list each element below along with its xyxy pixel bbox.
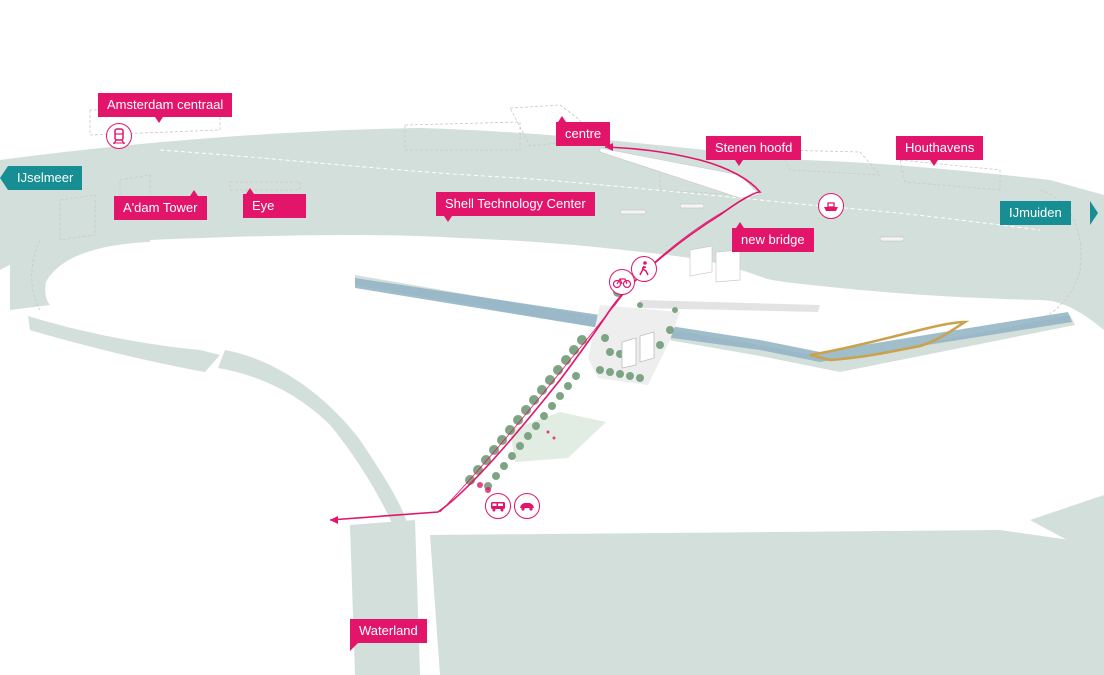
bicycle-icon xyxy=(609,269,635,295)
route-second xyxy=(439,207,731,513)
plaza-buildings xyxy=(621,331,655,369)
label-pointer xyxy=(558,116,566,122)
label-pointer xyxy=(444,216,452,222)
ferry-line xyxy=(159,149,1041,231)
label-pointer xyxy=(735,160,743,166)
main-route xyxy=(329,146,762,521)
canal-bank xyxy=(809,320,970,362)
label-pointer xyxy=(190,190,198,196)
bus-icon xyxy=(485,493,511,519)
label-pointer xyxy=(246,188,254,194)
label-stenen-hoofd: Stenen hoofd xyxy=(706,136,802,160)
ij-river xyxy=(0,128,1104,330)
label-new-bridge: new bridge xyxy=(732,228,814,252)
label-adam-tower: A'dam Tower xyxy=(114,196,207,220)
label-ijselmeer: IJselmeer xyxy=(8,166,83,190)
label-ijmuiden: IJmuiden xyxy=(1000,201,1071,225)
ijselmeer-arrow-icon xyxy=(0,166,8,190)
people-markers xyxy=(477,430,556,493)
train-icon xyxy=(106,123,132,149)
label-pointer xyxy=(155,117,163,123)
label-pointer xyxy=(350,643,358,651)
label-pointer xyxy=(736,222,744,228)
dock-strip xyxy=(640,300,820,312)
label-shell-technology-center: Shell Technology Center xyxy=(436,192,595,216)
pedestrian-icon xyxy=(631,256,657,282)
canal xyxy=(355,278,1072,362)
route-arrow-north xyxy=(605,143,613,151)
car-icon xyxy=(514,493,540,519)
label-pointer xyxy=(930,160,938,166)
ferry-icon xyxy=(818,193,844,219)
route-arrow-west xyxy=(330,516,338,524)
pier-blocks xyxy=(689,245,741,283)
north-bank-band xyxy=(10,232,150,310)
label-waterland: Waterland xyxy=(350,619,427,643)
label-centre: centre xyxy=(556,122,611,146)
label-amsterdam-centraal: Amsterdam centraal xyxy=(98,93,233,117)
ijmuiden-arrow-icon xyxy=(1090,201,1098,225)
south-shore xyxy=(0,106,1104,180)
label-eye: Eye xyxy=(243,194,306,218)
label-houthavens: Houthavens xyxy=(896,136,984,160)
south-dock xyxy=(599,147,761,199)
